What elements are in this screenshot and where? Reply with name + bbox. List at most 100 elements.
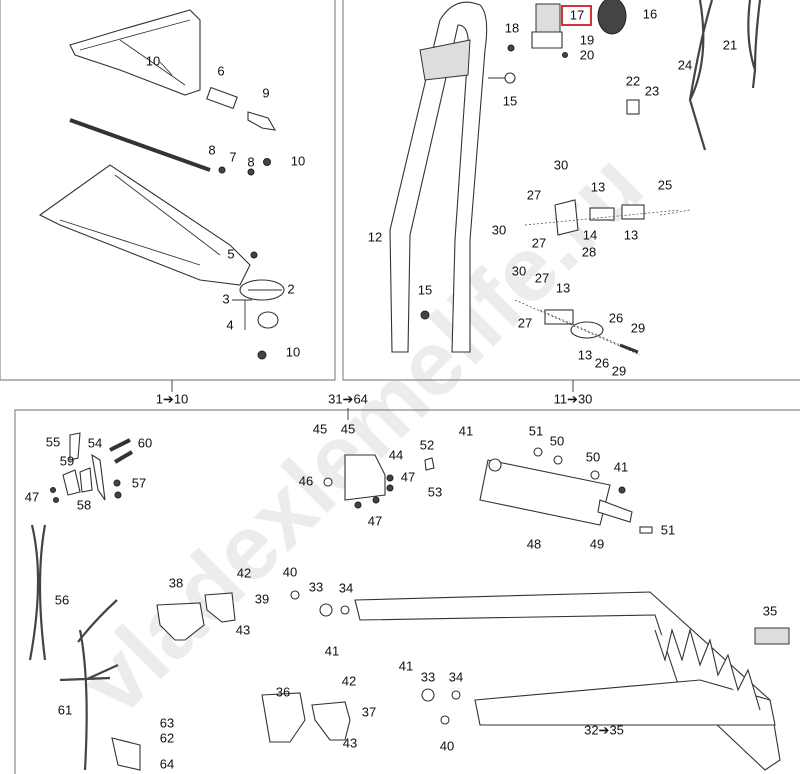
callout-22: 22	[626, 73, 640, 88]
plate-54	[91, 453, 106, 501]
callout-27: 27	[527, 187, 541, 202]
callout-50: 50	[586, 449, 600, 464]
callout-43: 43	[236, 622, 250, 637]
bracket-38	[156, 602, 205, 641]
callout-47: 47	[368, 513, 382, 528]
callout-51: 51	[661, 522, 675, 537]
actuator-48	[479, 458, 633, 526]
callout-13: 13	[624, 227, 638, 242]
callout-63: 63	[160, 715, 174, 730]
callout-43: 43	[343, 735, 357, 750]
roll-bar-12	[389, 1, 488, 353]
upper-a-arm	[69, 9, 201, 96]
callout-29: 29	[631, 320, 645, 335]
callout-41: 41	[459, 423, 473, 438]
group-range-label: 32➔35	[584, 722, 624, 737]
callout-13: 13	[591, 179, 605, 194]
callout-19: 19	[580, 32, 594, 47]
callout-48: 48	[527, 536, 541, 551]
callout-13: 13	[578, 347, 592, 362]
callout-10: 10	[146, 53, 160, 68]
callout-42: 42	[237, 565, 251, 580]
bushing-6	[206, 86, 238, 110]
callout-18: 18	[505, 20, 519, 35]
callout-27: 27	[518, 315, 532, 330]
callout-8: 8	[208, 142, 215, 157]
callout-28: 28	[582, 244, 596, 259]
callout-36: 36	[276, 684, 290, 699]
callout-56: 56	[55, 592, 69, 607]
clamp-13b	[621, 204, 645, 220]
frame-group-1-10	[0, 0, 336, 381]
callout-20: 20	[580, 47, 594, 62]
callout-16: 16	[643, 6, 657, 21]
callout-41: 41	[614, 459, 628, 474]
callout-49: 49	[590, 536, 604, 551]
group-range-label: 1➔10	[156, 391, 189, 406]
callout-15: 15	[503, 93, 517, 108]
callout-55: 55	[46, 434, 60, 449]
callout-7: 7	[229, 149, 236, 164]
callout-5: 5	[227, 246, 234, 261]
bracket-39	[204, 592, 236, 623]
ball-joint-9	[247, 111, 277, 131]
work-light-16	[597, 0, 627, 35]
clamp-13c	[544, 309, 574, 325]
mount-bracket-44	[344, 454, 386, 501]
clamp-13a	[589, 207, 615, 221]
ball-joint	[257, 311, 279, 329]
frame-group-31-64	[14, 409, 800, 774]
decal-35	[754, 627, 790, 645]
callout-6: 6	[217, 63, 224, 78]
callout-25: 25	[658, 177, 672, 192]
callout-23: 23	[645, 83, 659, 98]
callout-9: 9	[262, 85, 269, 100]
callout-14: 14	[583, 227, 597, 242]
callout-37: 37	[362, 704, 376, 719]
beacon-light-17	[531, 3, 563, 49]
callout-35: 35	[763, 603, 777, 618]
highlight-box-17	[561, 5, 592, 26]
callout-15: 15	[418, 282, 432, 297]
callout-57: 57	[132, 475, 146, 490]
callout-24: 24	[678, 57, 692, 72]
callout-10: 10	[286, 344, 300, 359]
callout-8: 8	[247, 154, 254, 169]
bracket-37	[311, 701, 351, 741]
callout-38: 38	[169, 575, 183, 590]
callout-54: 54	[88, 435, 102, 450]
callout-13: 13	[556, 280, 570, 295]
callout-33: 33	[309, 579, 323, 594]
callout-50: 50	[550, 433, 564, 448]
callout-60: 60	[138, 435, 152, 450]
callout-52: 52	[420, 437, 434, 452]
callout-2: 2	[287, 281, 294, 296]
callout-26: 26	[609, 310, 623, 325]
bracket-36	[261, 692, 306, 743]
callout-34: 34	[449, 669, 463, 684]
callout-45: 45	[341, 421, 355, 436]
callout-34: 34	[339, 580, 353, 595]
callout-62: 62	[160, 730, 174, 745]
clamp-14	[554, 199, 579, 236]
plate-64	[111, 737, 141, 771]
callout-47: 47	[401, 469, 415, 484]
callout-30: 30	[492, 222, 506, 237]
callout-27: 27	[532, 235, 546, 250]
callout-3: 3	[222, 291, 229, 306]
callout-26: 26	[595, 355, 609, 370]
group-range-label: 11➔30	[554, 391, 593, 406]
frame-group-11-30	[342, 0, 800, 381]
callout-41: 41	[399, 658, 413, 673]
callout-42: 42	[342, 673, 356, 688]
tie-rod	[69, 118, 211, 172]
callout-53: 53	[428, 484, 442, 499]
callout-17: 17	[570, 7, 584, 22]
scraper-frame	[354, 591, 781, 771]
callout-40: 40	[440, 738, 454, 753]
group-range-label: 31➔64	[328, 391, 368, 406]
callout-4: 4	[226, 317, 233, 332]
callout-30: 30	[554, 157, 568, 172]
